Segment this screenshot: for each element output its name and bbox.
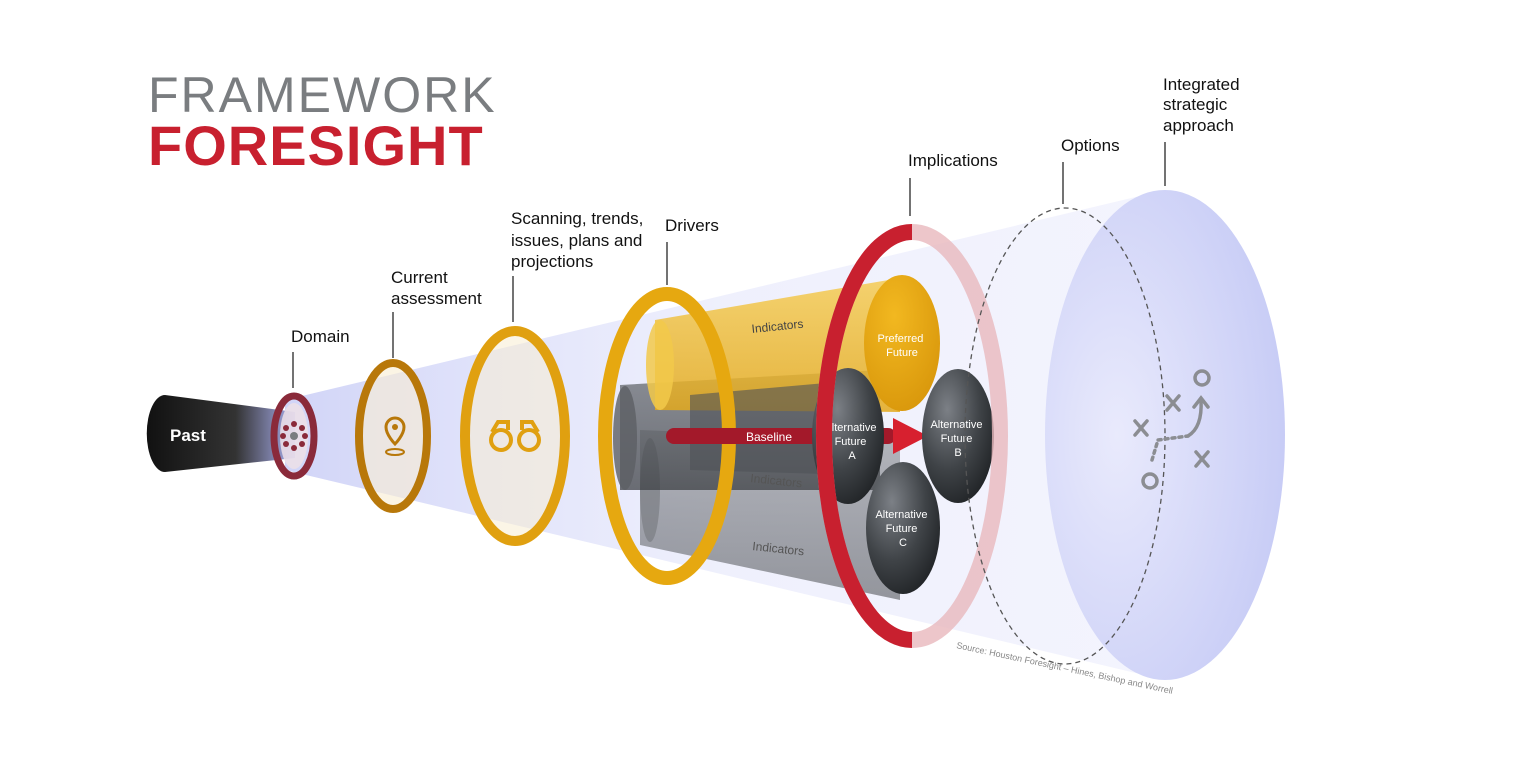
alternative-future-c-sphere xyxy=(866,462,940,594)
alternative-future-a-label: Alternative Future A xyxy=(824,422,879,462)
domain-label: Domain xyxy=(291,327,350,346)
integrated-label: Integrated strategic approach xyxy=(1163,75,1244,135)
preferred-future-sphere xyxy=(864,275,940,411)
options-ring xyxy=(964,207,1166,665)
binoculars-icon xyxy=(489,420,541,452)
preferred-future-label: Preferred Future xyxy=(878,333,927,359)
options-label: Options xyxy=(1061,136,1120,155)
baseline-label: Baseline xyxy=(746,430,792,444)
implications-label: Implications xyxy=(908,151,998,170)
title-foresight: FORESIGHT xyxy=(148,114,484,177)
implications-ring-front xyxy=(816,224,913,648)
title-framework: FRAMEWORK xyxy=(148,67,497,123)
indicators-bottom-label: Indicators xyxy=(752,539,805,558)
alternative-future-c-label: Alternative Future C xyxy=(875,509,930,549)
cone-end-cap xyxy=(1045,190,1285,680)
strategy-play-icon xyxy=(1133,369,1211,490)
scanning-ring xyxy=(460,326,570,546)
current-assessment-ring xyxy=(355,359,431,513)
indicators-top-label: Indicators xyxy=(751,317,804,336)
domain-ring xyxy=(270,392,318,480)
past-shape xyxy=(146,395,295,472)
current-assessment-label: Current assessment xyxy=(391,268,482,308)
domain-dots-icon xyxy=(280,421,308,451)
indicators-mid-label: Indicators xyxy=(750,471,803,490)
scanning-label: Scanning, trends, issues, plans and proj… xyxy=(511,209,648,271)
past-label: Past xyxy=(170,426,206,445)
drivers-label: Drivers xyxy=(665,216,719,235)
location-pin-icon xyxy=(384,416,406,456)
alternative-future-b-sphere xyxy=(922,369,994,503)
